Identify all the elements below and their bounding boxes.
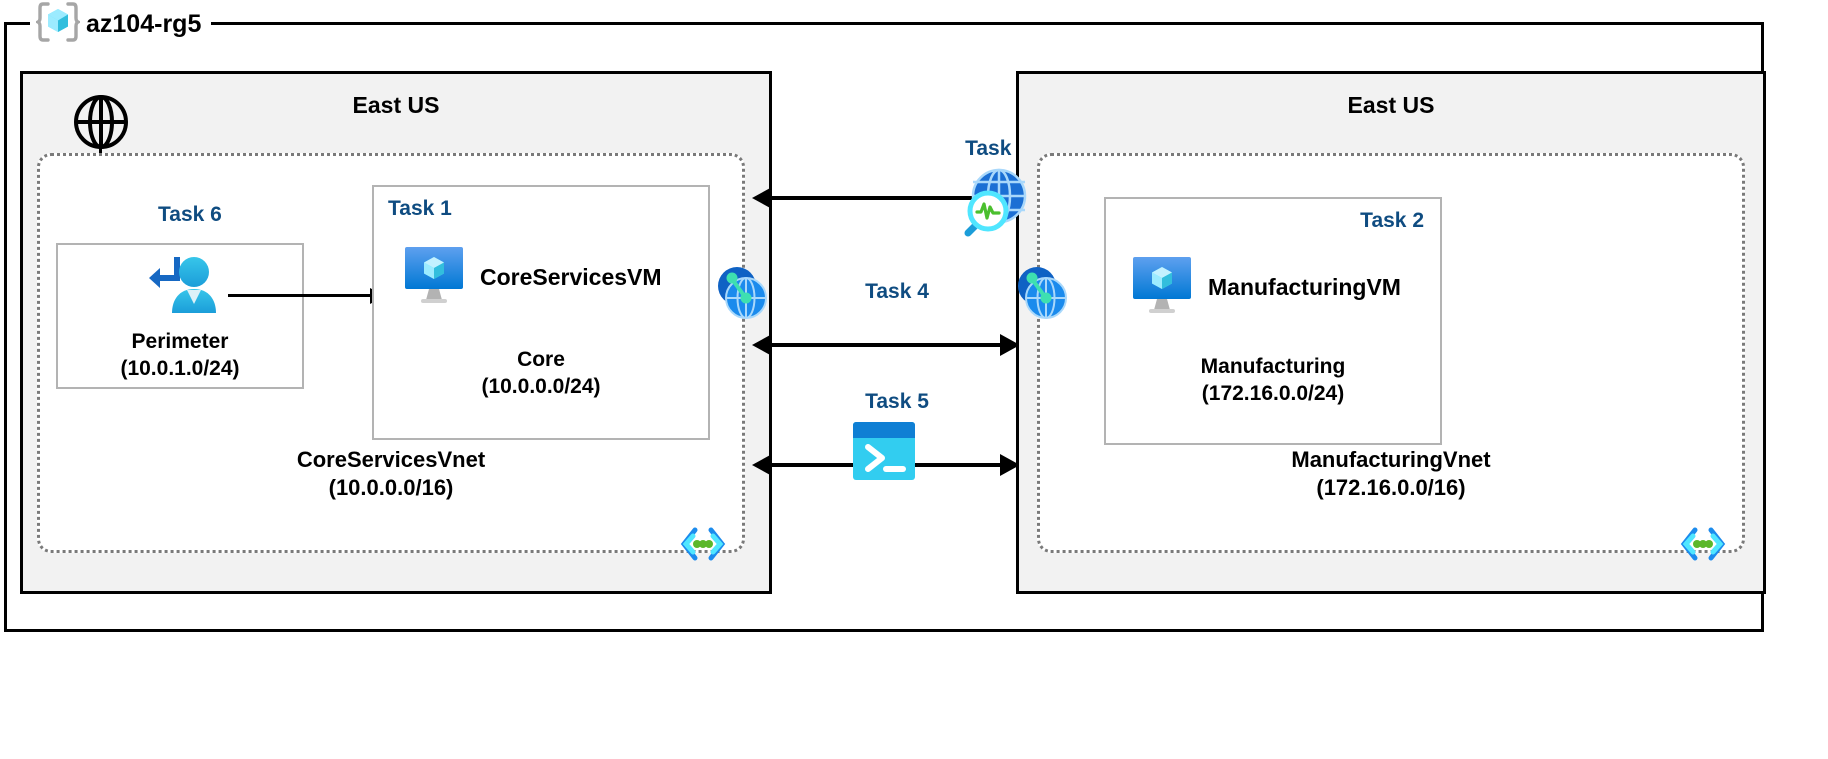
region-east-us-right: East US Task 2 — [1016, 71, 1766, 594]
subnet-core-cidr: (10.0.0.0/24) — [481, 374, 601, 398]
task-4-label: Task 4 — [865, 280, 929, 303]
vnet-core-services: Perimeter (10.0.1.0/24) Task 6 Task 1 — [37, 153, 745, 561]
manufacturing-vm-name: ManufacturingVM — [1208, 274, 1401, 300]
user-inbound-icon — [146, 251, 224, 330]
vnet-core-services-cidr: (10.0.0.0/16) — [328, 474, 454, 500]
virtual-machine-icon — [1130, 253, 1194, 322]
virtual-machine-icon — [402, 243, 466, 312]
vnet-peering-icon-left — [712, 262, 774, 329]
cloud-shell-icon — [851, 418, 917, 489]
vnet-peering-icon-right — [1012, 262, 1074, 329]
vnet-brackets-icon — [1680, 524, 1726, 564]
subnet-perimeter-name: Perimeter — [131, 330, 229, 353]
task-3-arrowhead-left — [752, 187, 772, 209]
task-5-arrowhead-right — [1000, 454, 1020, 476]
vnet-manufacturing-label: ManufacturingVnet (172.16.0.0/16) — [1040, 446, 1742, 501]
task-5-label: Task 5 — [865, 390, 929, 413]
vnet-manufacturing: Task 2 — [1037, 153, 1745, 561]
subnet-manufacturing: Task 2 — [1104, 197, 1442, 445]
region-left-title: East US — [352, 92, 440, 118]
task-2-label: Task 2 — [1360, 209, 1424, 232]
resource-group-label: az104-rg5 — [30, 0, 212, 49]
subnet-perimeter: Perimeter (10.0.1.0/24) — [56, 243, 304, 389]
subnet-manufacturing-name: Manufacturing — [1200, 355, 1346, 378]
vnet-manufacturing-name: ManufacturingVnet — [1291, 447, 1491, 472]
resource-group-cube-icon — [34, 0, 82, 49]
task-4-arrowhead-right — [1000, 334, 1020, 356]
subnet-perimeter-cidr: (10.0.1.0/24) — [120, 356, 240, 380]
task-6-label: Task 6 — [158, 203, 222, 226]
resource-group-name: az104-rg5 — [86, 9, 202, 38]
region-right-title: East US — [1347, 92, 1435, 118]
perimeter-to-core-line — [228, 294, 376, 297]
vnet-core-services-label: CoreServicesVnet (10.0.0.0/16) — [40, 446, 742, 501]
subnet-core-name: Core — [517, 348, 565, 371]
core-services-vm-name: CoreServicesVM — [480, 264, 662, 290]
vnet-brackets-icon — [680, 524, 726, 564]
task-5-arrowhead-left — [752, 454, 772, 476]
task-1-label: Task 1 — [388, 197, 452, 220]
subnet-manufacturing-cidr: (172.16.0.0/24) — [1201, 381, 1345, 405]
region-east-us-left: East US — [20, 71, 772, 594]
vnet-manufacturing-cidr: (172.16.0.0/16) — [1316, 474, 1466, 500]
subnet-core: Task 1 — [372, 185, 710, 440]
internet-globe-icon — [73, 94, 129, 155]
task-3-label: Task 3 — [965, 137, 1029, 160]
task-4-arrowhead-left — [752, 334, 772, 356]
network-watcher-icon — [955, 160, 1033, 243]
vnet-core-services-name: CoreServicesVnet — [296, 447, 486, 472]
